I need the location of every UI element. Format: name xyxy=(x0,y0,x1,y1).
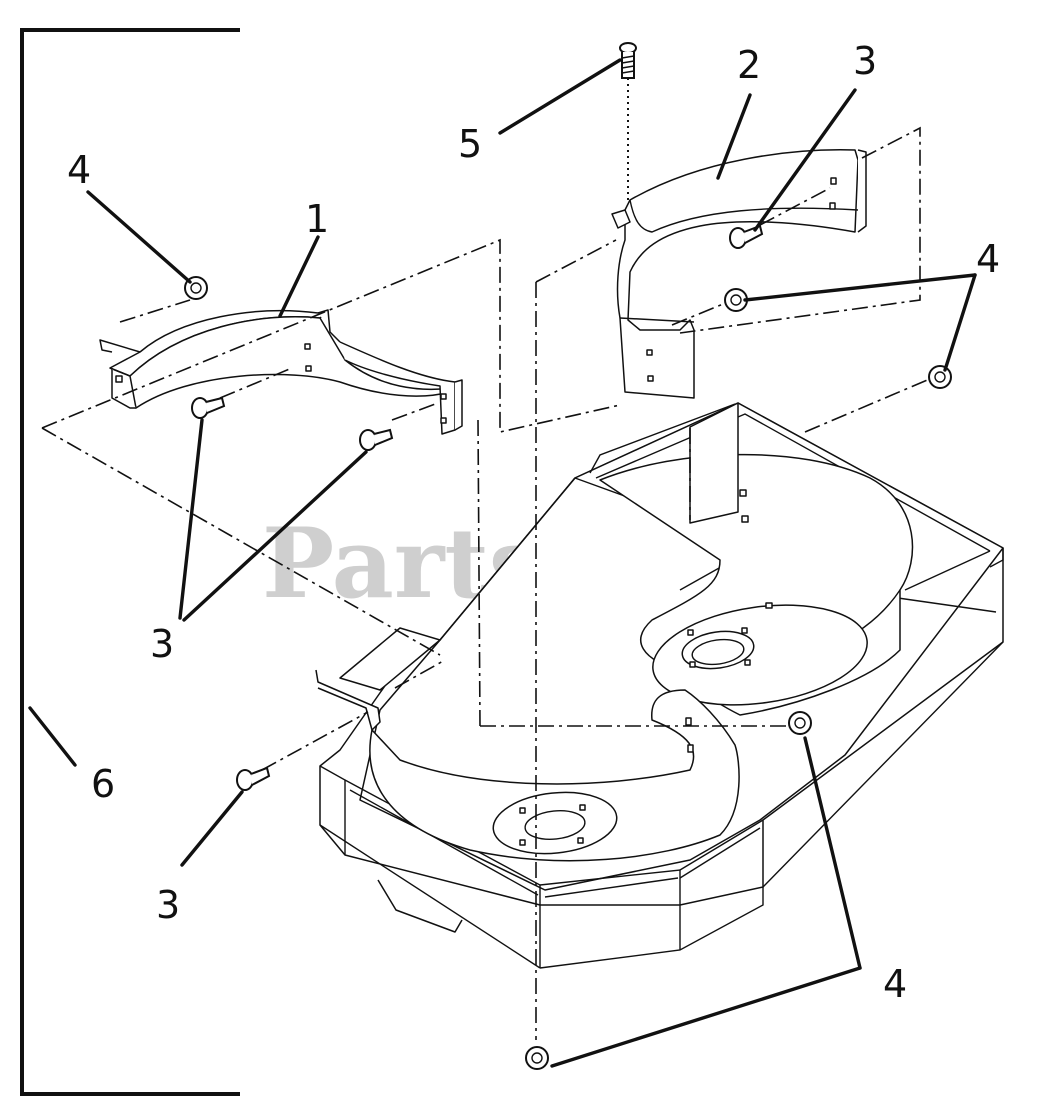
leader-lines xyxy=(28,58,977,1068)
carriage-bolt-1 xyxy=(191,396,226,419)
carriage-bolt-2 xyxy=(359,428,394,451)
nut-3 xyxy=(928,365,952,389)
assembly-bracket xyxy=(20,28,240,1096)
callout-4-left: 4 xyxy=(67,148,91,192)
nut-2 xyxy=(724,288,748,312)
nut-5 xyxy=(525,1046,549,1070)
callout-4-right: 4 xyxy=(976,237,1000,281)
bolt-item-5 xyxy=(619,42,637,79)
baffle-2 xyxy=(611,149,867,399)
callout-6: 6 xyxy=(91,762,115,806)
baffle-1 xyxy=(99,309,463,435)
callout-3-middle: 3 xyxy=(150,622,174,666)
callout-5: 5 xyxy=(458,122,482,166)
callout-labels: 1 2 3 3 3 4 4 4 5 6 xyxy=(67,39,1000,1006)
callout-3-top: 3 xyxy=(853,39,877,83)
callout-3-bottom: 3 xyxy=(156,883,180,927)
blade-chambers xyxy=(315,402,914,862)
callout-2: 2 xyxy=(737,43,761,87)
callout-1: 1 xyxy=(305,197,329,241)
nut-4 xyxy=(788,711,812,735)
carriage-bolt-3 xyxy=(729,224,764,249)
carriage-bolt-4 xyxy=(236,766,271,791)
callout-4-bottom: 4 xyxy=(883,962,907,1006)
hardware xyxy=(184,42,952,1070)
assembly-lines xyxy=(41,78,933,1040)
